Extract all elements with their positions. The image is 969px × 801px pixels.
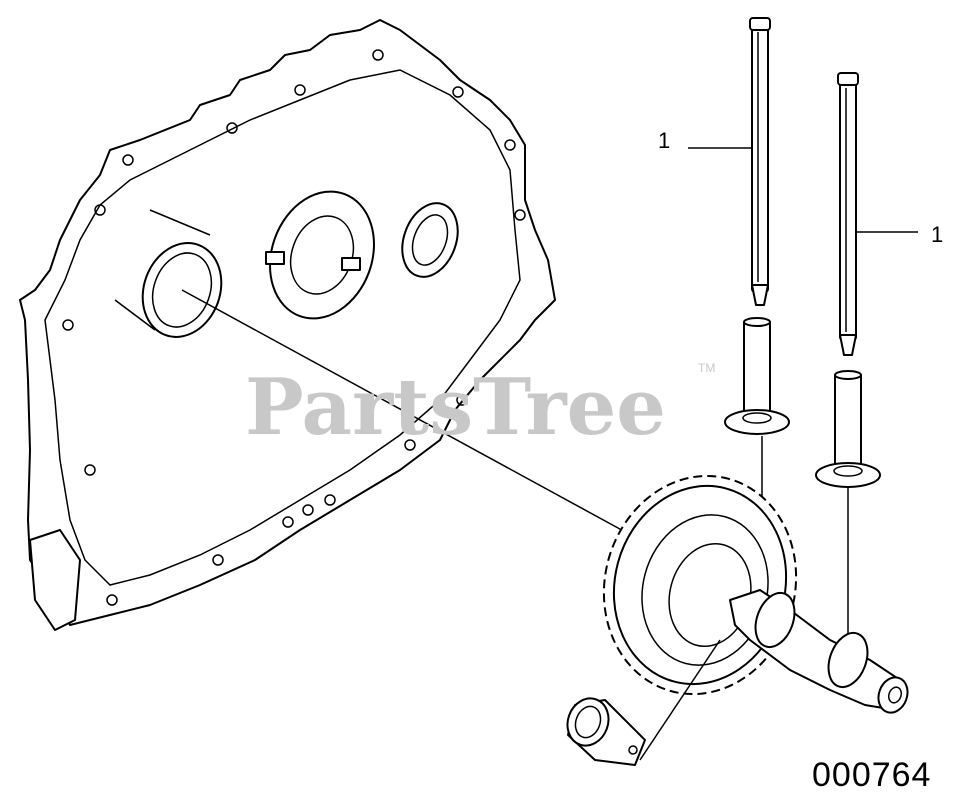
center-boss: [265, 190, 375, 320]
watermark-logo: PartsTree: [245, 362, 666, 453]
side-bore: [401, 202, 459, 278]
cam-bushing[interactable]: [561, 693, 646, 766]
assembly-line-bushing: [639, 639, 721, 761]
crankcase-cover[interactable]: [19, 19, 556, 631]
watermark-trademark: TM: [698, 361, 715, 375]
push-rod-right[interactable]: [837, 72, 859, 356]
push-rod-left[interactable]: [749, 17, 771, 306]
figure-number: 000764: [812, 756, 931, 794]
callout-label-right[interactable]: 1: [931, 222, 943, 247]
bolt-holes: [62, 49, 526, 606]
camshaft-gear[interactable]: [580, 454, 913, 717]
tappet-right[interactable]: [815, 370, 881, 488]
callout-label-left[interactable]: 1: [658, 128, 670, 153]
tappet-left[interactable]: [724, 317, 790, 435]
assembly-line-cam: [181, 289, 641, 541]
